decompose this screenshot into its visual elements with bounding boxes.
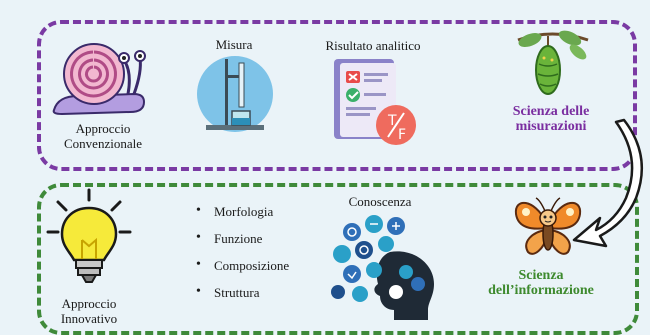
innovative-approach-label: Approccio Innovativo — [60, 296, 118, 326]
properties-list: Morfologia Funzione Composizione Struttu… — [196, 203, 289, 312]
property-item: Struttura — [196, 284, 289, 312]
conventional-approach-frame — [37, 20, 637, 171]
innovative-approach-frame — [37, 183, 639, 335]
property-item: Composizione — [196, 257, 289, 285]
lightbulb-icon — [46, 188, 132, 283]
svg-text:F: F — [398, 127, 406, 143]
property-item: Morfologia — [196, 203, 289, 231]
knowledge-label: Conoscenza — [348, 194, 412, 209]
measurement-science-label: Scienza delle misurazioni — [512, 104, 590, 134]
conventional-approach-label: Approccio Convenzionale — [64, 121, 142, 151]
measure-label: Misura — [215, 37, 253, 52]
snail-icon — [52, 43, 146, 116]
butterfly-icon — [514, 197, 582, 255]
lab-glassware-icon — [197, 56, 273, 132]
report-icon: T F — [334, 59, 416, 145]
svg-text:T: T — [387, 113, 397, 129]
analytical-result-label: Risultato analitico — [325, 38, 421, 53]
property-item: Funzione — [196, 230, 289, 258]
curved-arrow-icon — [572, 118, 644, 248]
brain-head-icon — [331, 215, 434, 320]
information-science-label: Scienza dell’informazione — [488, 268, 594, 298]
chrysalis-icon — [517, 30, 589, 95]
